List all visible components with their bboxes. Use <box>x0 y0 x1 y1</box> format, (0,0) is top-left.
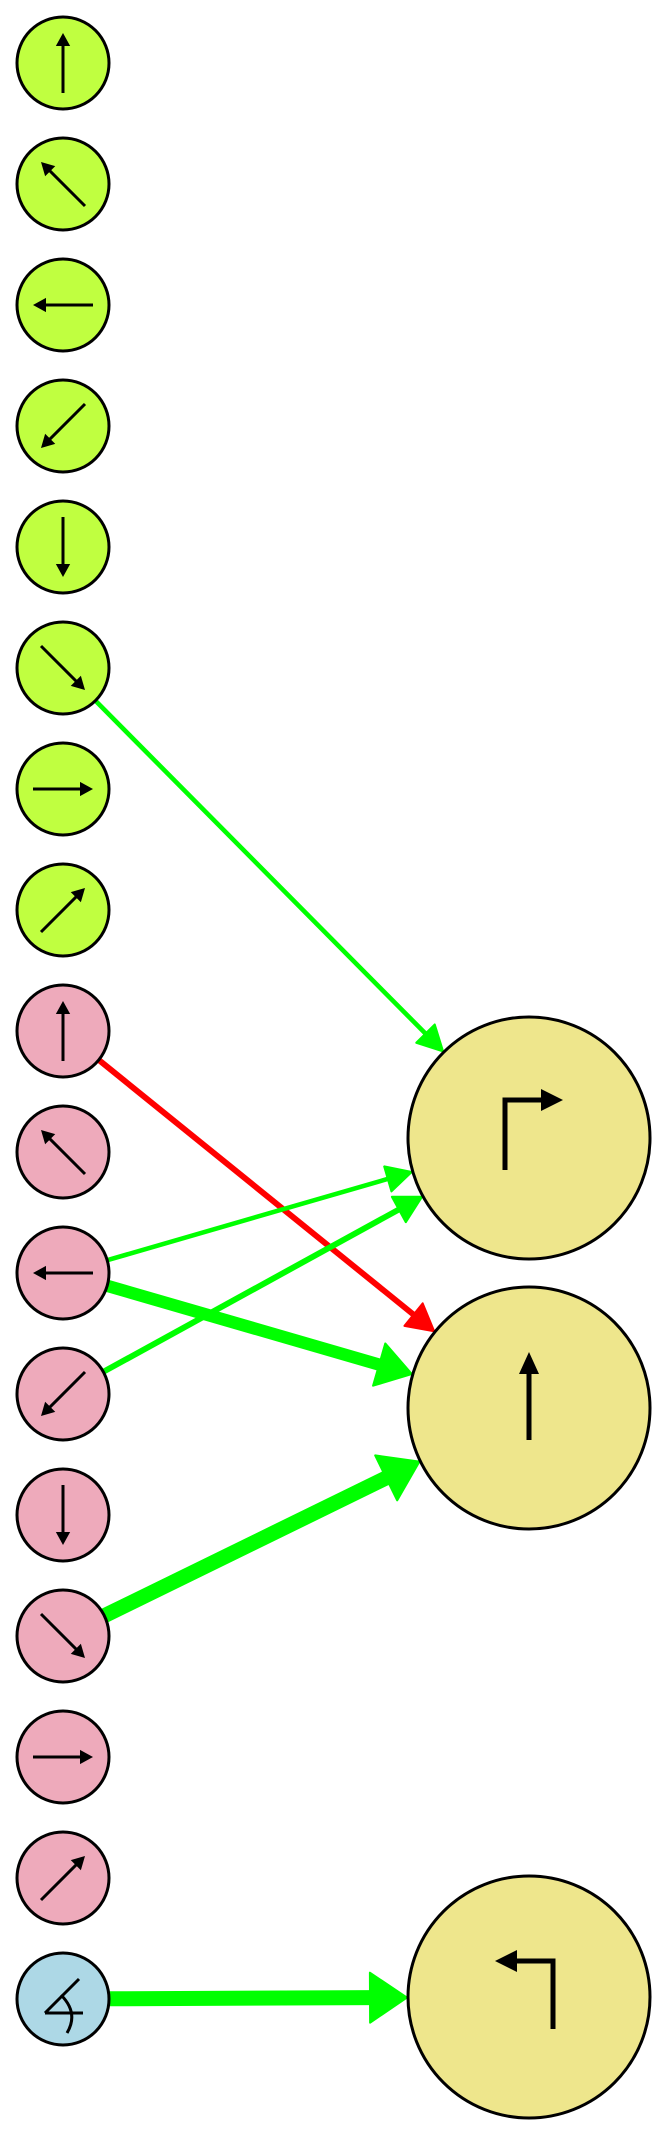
edge-a-down-right-to-out-turn-right <box>93 699 445 1053</box>
edge-arrowhead <box>372 1342 413 1387</box>
input-node-b-down-right <box>15 1588 111 1684</box>
input-node-b-up-left <box>15 1104 111 1200</box>
edge-arrowhead <box>403 1302 436 1333</box>
output-node-out-turn-right <box>406 1015 652 1261</box>
edge-arrowhead <box>368 1971 409 2024</box>
left-arrow-icon <box>33 297 93 313</box>
down-left-arrow-icon <box>41 1370 87 1416</box>
turn-left-arrow-icon <box>495 1950 556 2029</box>
input-node-a-up-left <box>15 136 111 232</box>
edge-b-left-to-out-forward <box>105 1279 413 1387</box>
down-left-arrow-icon <box>41 402 87 448</box>
input-node-b-down <box>15 1467 111 1563</box>
edge-c-angle-to-out-turn-left <box>108 1971 409 2024</box>
edge-line <box>108 1990 373 2007</box>
up-arrow-icon <box>55 1001 71 1061</box>
edge-arrowhead <box>383 1165 413 1193</box>
input-node-b-up-right <box>15 1830 111 1926</box>
input-node-a-right <box>15 741 111 837</box>
angle-icon <box>43 1977 83 2034</box>
edge-arrowhead <box>415 1023 445 1053</box>
forward-arrow-icon <box>519 1352 539 1440</box>
down-right-arrow-icon <box>39 1612 85 1658</box>
input-node-b-right <box>15 1709 111 1805</box>
input-node-a-down-right <box>15 620 111 716</box>
edges-layer <box>93 699 445 2024</box>
edge-arrowhead <box>374 1454 421 1502</box>
up-left-arrow-icon <box>41 162 87 208</box>
input-node-a-down-left <box>15 378 111 474</box>
up-right-arrow-icon <box>39 888 85 934</box>
down-arrow-icon <box>55 1485 71 1545</box>
up-left-arrow-icon <box>41 1130 87 1176</box>
edge-arrowhead <box>390 1195 424 1224</box>
input-node-a-left <box>15 257 111 353</box>
input-node-a-up <box>15 15 111 111</box>
edge-b-left-to-out-turn-right <box>106 1165 413 1263</box>
turn-right-arrow-icon <box>502 1089 563 1170</box>
up-arrow-icon <box>55 33 71 93</box>
down-right-arrow-icon <box>39 644 85 690</box>
right-arrow-icon <box>33 1749 93 1765</box>
up-right-arrow-icon <box>39 1856 85 1902</box>
input-node-a-up-right <box>15 862 111 958</box>
right-arrow-icon <box>33 781 93 797</box>
edge-line <box>106 1176 391 1263</box>
input-node-b-up <box>15 983 111 1079</box>
input-node-b-left <box>15 1225 111 1321</box>
input-node-b-down-left <box>15 1346 111 1442</box>
edge-line <box>101 1205 403 1375</box>
edge-line <box>96 1057 417 1319</box>
output-nodes-layer <box>406 1015 652 2120</box>
edge-line <box>93 699 429 1037</box>
edge-line <box>101 1470 392 1623</box>
input-node-c-angle <box>15 1951 111 2047</box>
input-nodes-layer <box>15 15 111 2047</box>
output-node-circle <box>406 1015 652 1261</box>
input-node-a-down <box>15 499 111 595</box>
output-node-circle <box>406 1874 652 2120</box>
output-node-out-forward <box>406 1285 652 1531</box>
left-arrow-icon <box>33 1265 93 1281</box>
edge-b-down-right-to-out-forward <box>101 1454 421 1623</box>
down-arrow-icon <box>55 517 71 577</box>
edge-line <box>105 1279 383 1372</box>
edge-b-up-to-out-forward <box>96 1057 436 1333</box>
output-node-out-turn-left <box>406 1874 652 2120</box>
edge-b-down-left-to-out-turn-right <box>101 1195 424 1375</box>
